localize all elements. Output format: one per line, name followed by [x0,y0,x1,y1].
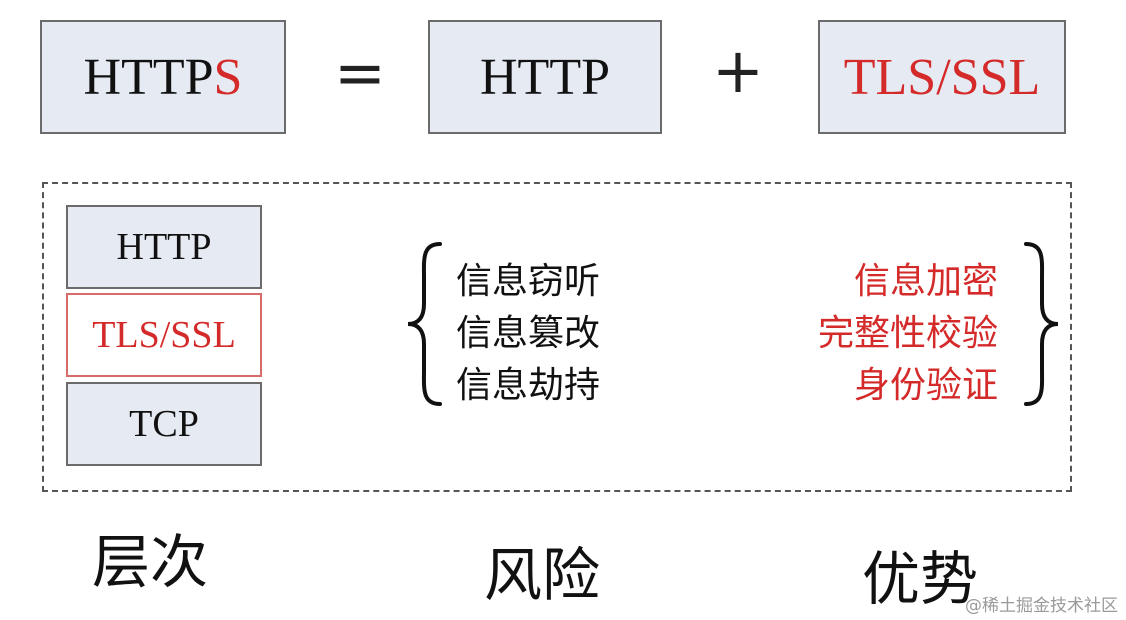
advantage-list: 信息加密 完整性校验 身份验证 [818,256,998,412]
http-text: HTTP [480,48,610,106]
equals-sign: = [334,36,386,109]
layer-http-label: HTTP [116,226,212,268]
layer-tcp-label: TCP [129,403,199,445]
plus-sign: + [712,34,764,107]
advantage-item: 完整性校验 [817,313,998,354]
layer-http: HTTP [66,205,262,289]
watermark: @稀土掘金技术社区 [965,596,1118,616]
http-box: HTTP [428,20,662,134]
tls-ssl-text: TLS/SSL [843,48,1041,106]
layer-tls-ssl-label: TLS/SSL [92,314,236,356]
layer-tls-ssl: TLS/SSL [66,293,262,377]
advantage-item: 信息加密 [853,261,998,302]
risk-item: 信息劫持 [456,365,601,406]
caption-risks: 风险 [484,541,601,609]
https-s-text: S [213,48,243,106]
risk-item: 信息窃听 [456,261,601,302]
risk-item: 信息篡改 [456,313,601,354]
layer-tcp: TCP [66,382,262,466]
caption-layers: 层次 [92,528,209,596]
risk-list: 信息窃听 信息篡改 信息劫持 [456,256,600,412]
caption-advantages: 优势 [862,545,979,613]
detail-container [42,182,1072,492]
left-brace [407,242,442,406]
advantage-item: 身份验证 [853,365,998,406]
https-base-text: HTTP [83,48,214,106]
tls-ssl-box: TLS/SSL [818,20,1066,134]
right-brace [1024,242,1059,406]
